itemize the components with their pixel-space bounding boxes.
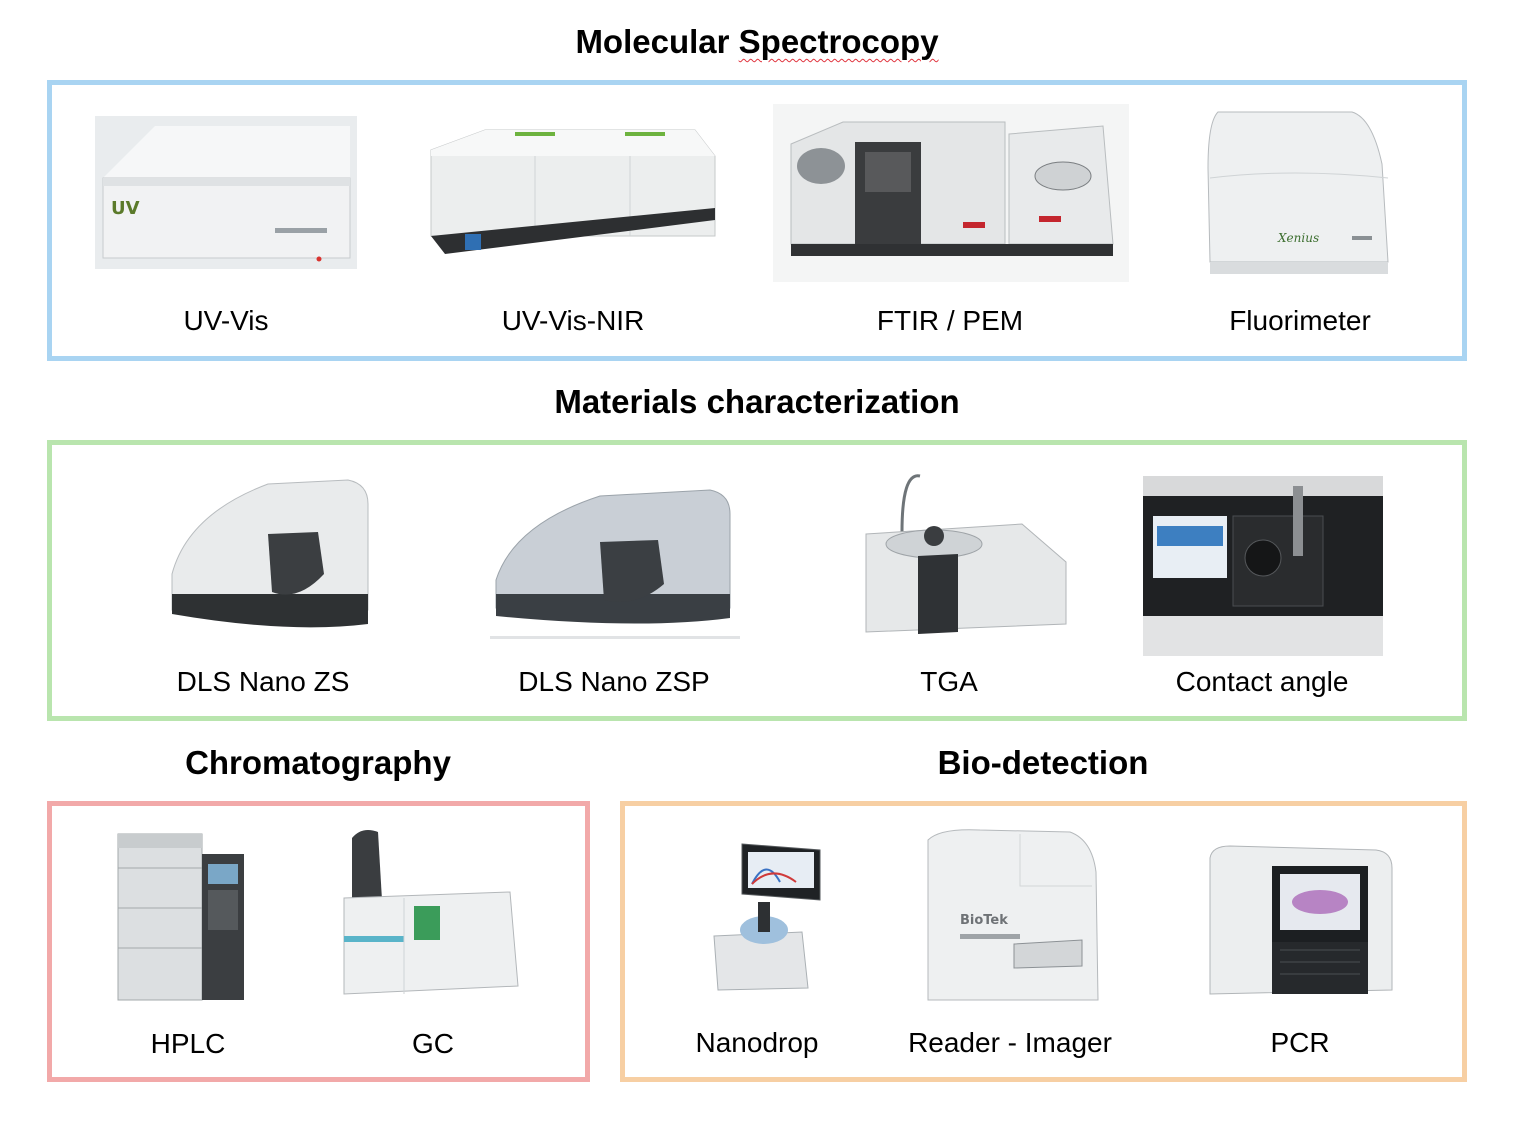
instrument-label: Nanodrop (695, 1027, 819, 1058)
gas-chromatograph-image (338, 826, 522, 1008)
instrument-label: Contact angle (1175, 666, 1349, 697)
hplc-system-image (104, 828, 270, 1004)
section-title-molecular-spectroscopy: Molecular Spectrocopy (457, 22, 1057, 62)
instrument-label: DLS Nano ZSP (518, 666, 710, 697)
svg-text:Xenius: Xenius (1277, 231, 1319, 245)
instrument-label: DLS Nano ZS (176, 666, 350, 697)
section-title-word: Molecular (575, 23, 730, 60)
instrument-label: UV-Vis (183, 305, 269, 336)
instrument-label: GC (412, 1028, 454, 1059)
instrument-label: PCR (1270, 1027, 1330, 1058)
section-title-bio-detection: Bio-detection (937, 744, 1149, 781)
instrument-label: Fluorimeter (1229, 305, 1371, 336)
instrument-label: Reader - Imager (908, 1027, 1112, 1058)
svg-text:UV: UV (111, 198, 140, 219)
section-title-chromatography: Chromatography (185, 744, 451, 781)
fluorimeter-image: Xenius (1202, 108, 1392, 278)
dls-nano-zs-image (168, 474, 372, 638)
dls-nano-zsp-image (490, 484, 740, 644)
section-title-materials-characterization: Materials characterization (554, 383, 960, 420)
instrument-label: FTIR / PEM (876, 305, 1024, 336)
tga-analyzer-image (862, 472, 1070, 640)
nanodrop-image (708, 836, 830, 998)
section-title-misspelled-word: Spectrocopy (738, 23, 939, 60)
uv-vis-spectrometer-image: UV (95, 116, 357, 269)
instrument-label: HPLC (150, 1028, 226, 1059)
uv-vis-nir-spectrometer-image (425, 116, 720, 262)
ftir-pem-spectrometer-image (773, 104, 1129, 282)
pcr-thermocycler-image (1200, 838, 1400, 1004)
instrument-label: UV-Vis-NIR (501, 305, 645, 336)
contact-angle-goniometer-image (1143, 476, 1383, 656)
instrument-label: TGA (920, 666, 978, 697)
plate-reader-imager-image: BioTek (920, 826, 1106, 1006)
svg-text:BioTek: BioTek (960, 913, 1008, 928)
